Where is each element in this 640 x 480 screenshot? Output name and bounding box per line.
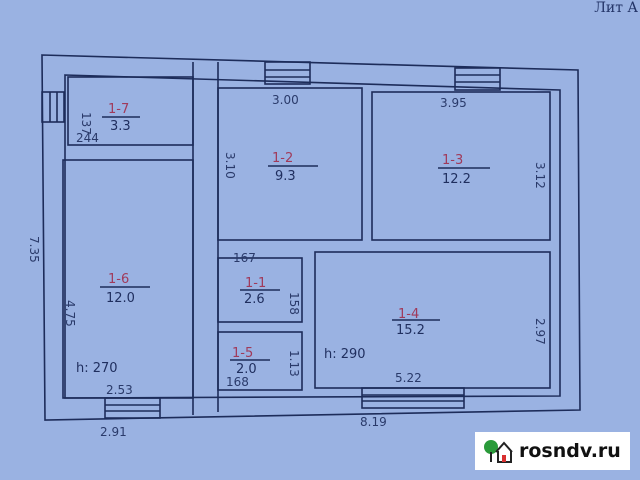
room-id: 1-3: [442, 153, 463, 168]
dimension: 2.91: [100, 425, 127, 439]
room-1-3: [371, 91, 551, 241]
dimension: 244: [76, 131, 99, 145]
room-area: 15.2: [396, 323, 425, 338]
house-tree-icon: [484, 440, 513, 463]
dimension: 137: [79, 112, 93, 135]
room-area: 2.0: [236, 362, 257, 377]
room-id: 1-5: [232, 346, 253, 361]
window: [104, 397, 161, 419]
dimension: 3.10: [223, 152, 237, 179]
room-id: 1-4: [398, 307, 419, 322]
room-area: 9.3: [275, 169, 296, 184]
window: [41, 91, 65, 123]
ceiling-height: h: 270: [76, 361, 118, 376]
outer-wall: [41, 54, 581, 421]
dimension: 3.00: [272, 93, 299, 107]
room-id: 1-1: [245, 276, 266, 291]
ceiling-height: h: 290: [324, 347, 366, 362]
watermark: rosndv.ru: [475, 432, 630, 470]
watermark-text: rosndv.ru: [519, 440, 621, 462]
dimension: 4.75: [63, 300, 77, 327]
room-area: 12.2: [442, 172, 471, 187]
dimension: 7.35: [27, 236, 41, 263]
dimension: 168: [226, 375, 249, 389]
window: [264, 61, 311, 85]
room-area: 3.3: [110, 119, 131, 134]
room-area: 2.6: [244, 292, 265, 307]
dimension: 2.53: [106, 383, 133, 397]
window: [454, 67, 501, 91]
dimension: 167: [233, 251, 256, 265]
corner-label: Лит А: [594, 0, 638, 16]
room-id: 1-7: [108, 102, 129, 117]
room-area: 12.0: [106, 291, 135, 306]
inner-wall: [64, 74, 561, 399]
room-id: 1-6: [108, 272, 129, 287]
dimension: 3.12: [533, 162, 547, 189]
dimension: 3.95: [440, 96, 467, 110]
dimension: 158: [287, 292, 301, 315]
room-id: 1-2: [272, 151, 293, 166]
dimension: 8.19: [360, 415, 387, 429]
window: [361, 387, 465, 409]
dimension: 5.22: [395, 371, 422, 385]
dimension: 2.97: [533, 318, 547, 345]
dimension: 1.13: [287, 350, 301, 377]
